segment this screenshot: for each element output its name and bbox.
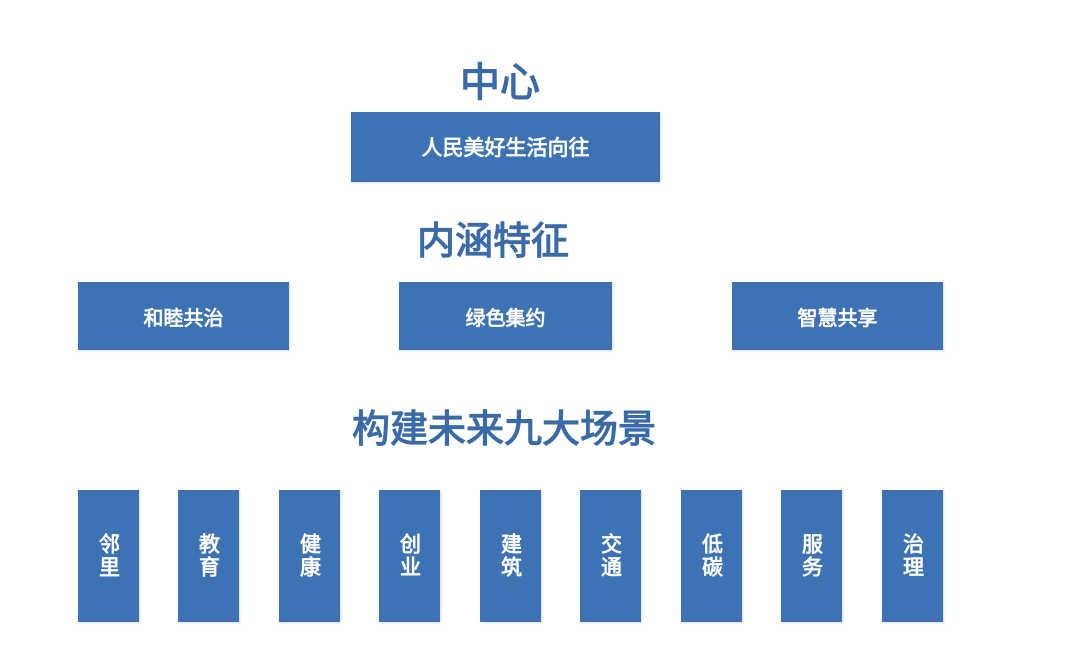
scene-box: 服务 — [781, 490, 842, 622]
center-box: 人民美好生活向往 — [351, 112, 660, 182]
feature-box: 绿色集约 — [399, 282, 612, 350]
scene-box: 建筑 — [480, 490, 541, 622]
feature-box: 和睦共治 — [78, 282, 289, 350]
scenes-title: 构建未来九大场景 — [351, 407, 656, 451]
scene-box: 交通 — [580, 490, 641, 622]
scene-box: 邻里 — [78, 490, 139, 622]
center-title: 中心 — [460, 60, 540, 106]
scene-box: 低碳 — [681, 490, 742, 622]
scene-box: 健康 — [279, 490, 340, 622]
scene-box: 治理 — [882, 490, 943, 622]
scene-box: 教育 — [178, 490, 239, 622]
scene-box: 创业 — [379, 490, 440, 622]
features-title: 内涵特征 — [416, 219, 569, 263]
feature-box: 智慧共享 — [732, 282, 943, 350]
